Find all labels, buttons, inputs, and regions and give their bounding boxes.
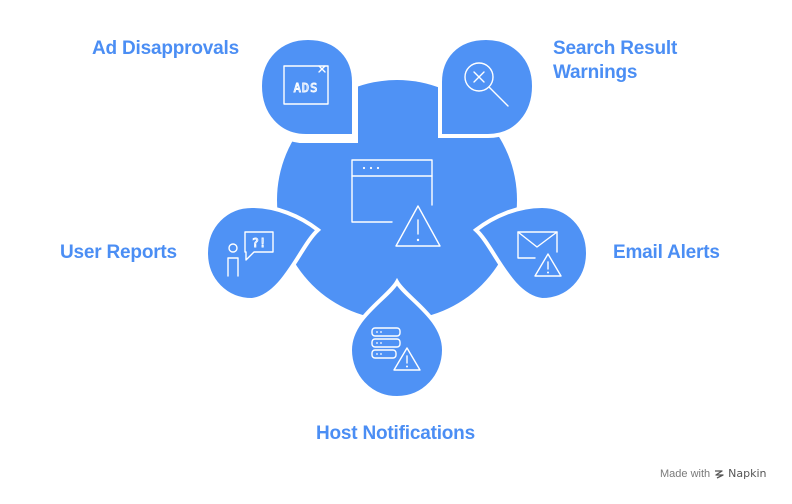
label-host-notifications: Host Notifications (316, 423, 475, 444)
label-search-line2: Warnings (553, 62, 638, 83)
label-email-alerts: Email Alerts (613, 242, 720, 263)
email-alerts-node (472, 203, 591, 303)
search-x-icon (464, 62, 509, 107)
label-search-result-warnings: Search Result Warnings (553, 37, 677, 85)
server-warning-icon (371, 327, 421, 371)
browser-warning-icon (351, 159, 441, 247)
watermark[interactable]: Made with Napkin (660, 467, 767, 480)
search-result-warnings-node (438, 35, 537, 138)
email-warning-icon (517, 231, 562, 277)
ad-disapprovals-node (257, 35, 356, 138)
user-question-icon (227, 231, 274, 277)
user-reports-node (203, 203, 322, 303)
ads-icon-text: ADS (294, 81, 319, 95)
label-ad-disapprovals: Ad Disapprovals (92, 38, 239, 59)
watermark-prefix: Made with (660, 467, 711, 480)
label-user-reports: User Reports (60, 242, 177, 263)
label-search-line1: Search Result (553, 38, 678, 59)
watermark-brand: Napkin (728, 467, 767, 480)
ads-icon (283, 65, 329, 105)
napkin-logo-icon (715, 469, 724, 479)
host-notifications-node (347, 277, 447, 401)
user-icon-text: ?! (252, 236, 266, 250)
